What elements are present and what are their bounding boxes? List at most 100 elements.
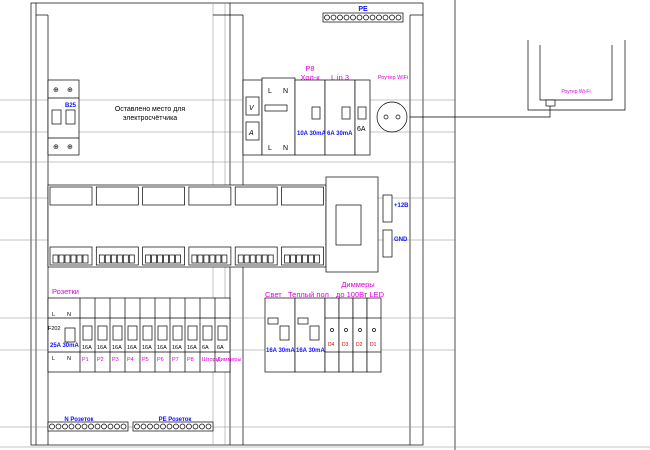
terminal-hole (94, 423, 101, 430)
n-busbar (47, 421, 129, 432)
dimmers-title: Диммеры (341, 280, 374, 289)
rcd-lin3: 6A 30mA (324, 79, 356, 156)
a-label: A (248, 130, 254, 137)
dimmer-module: D4 (324, 297, 340, 373)
socket-breaker: 16A P1 (79, 298, 93, 372)
breaker-rating: 16A (82, 345, 92, 351)
terminal-hole (68, 423, 75, 430)
terminal-hole (160, 423, 166, 430)
socket-breaker: 16A P6 (154, 298, 168, 372)
terminal-hole (55, 423, 62, 430)
terminal-hole (101, 423, 107, 430)
fridge-label: Хол-к (300, 73, 320, 82)
light-rcd-rating: 16A 30mA (266, 348, 295, 354)
floor-label: Теплый пол (288, 290, 329, 299)
breaker-rating: 6A (202, 345, 209, 351)
svg-text:⊕: ⊕ (67, 87, 73, 94)
terminal-hole (114, 423, 120, 430)
terminal-hole (147, 423, 153, 430)
breaker-label: Диммеры (217, 357, 241, 363)
rcd-lin3-rating: 6A 30mA (327, 131, 353, 137)
breaker-label: P5 (142, 357, 149, 363)
svg-text:⊕: ⊕ (53, 144, 59, 151)
rcd-model: F202 (48, 326, 61, 332)
sockets-title: Розетки (52, 287, 79, 296)
terminal-hole (389, 14, 395, 21)
plus12-label: +12В (394, 203, 409, 209)
dimmer-id: D3 (342, 342, 349, 348)
voltmeter-ammeter: V A (242, 79, 263, 156)
dimmer-module: D1 (366, 297, 382, 373)
gnd-label: GND (394, 237, 408, 243)
terminal-hole (350, 14, 356, 21)
rcd-fridge-rating: 10A 30mA (297, 131, 326, 137)
breaker-rating: 6A (217, 345, 224, 351)
terminal-hole (356, 14, 363, 21)
breaker-label: P7 (172, 357, 179, 363)
socket-breaker: 16A P7 (169, 298, 183, 372)
l-label: L (268, 145, 272, 152)
dimmer-id: D2 (356, 342, 363, 348)
io-module-top (95, 186, 139, 206)
terminal-hole (140, 423, 147, 430)
router-socket-label: Роутер WiFi (378, 75, 408, 81)
n-label: N (283, 88, 288, 95)
terminal-hole (166, 423, 173, 430)
breaker-label: Шторы (202, 357, 220, 363)
n-bus-label: N Розеток (64, 417, 93, 423)
lin3-label: L in 3 (331, 73, 349, 82)
pe-busbar (322, 12, 404, 23)
l-label: L (268, 88, 272, 95)
terminal-hole (343, 14, 350, 21)
terminal-hole (382, 14, 389, 21)
light-label: Свет (265, 290, 282, 299)
terminal-hole (107, 423, 114, 430)
breaker-label: P1 (82, 357, 89, 363)
terminal-hole (88, 423, 94, 430)
dimmers-subtitle: до 100Вт LED (336, 290, 385, 299)
router-socket (376, 101, 408, 133)
io-module-top (142, 186, 185, 206)
pe-bus-label: PE Розеток (159, 417, 192, 423)
terminal-hole (199, 423, 205, 430)
terminal-hole (369, 14, 376, 21)
router-label: Роутер Wi-Fi (561, 89, 590, 95)
sockets-rcd-rating: 25A 30mA (50, 343, 79, 349)
breaker-label: P2 (97, 357, 104, 363)
terminal-hole (376, 14, 382, 21)
router-enclosure: Роутер Wi-Fi (527, 40, 626, 111)
socket-breaker: 6A Диммеры (214, 298, 241, 372)
terminal-hole (120, 423, 127, 430)
p8-label: P8 (305, 64, 314, 73)
terminal-hole (75, 423, 81, 430)
terminal-hole (192, 423, 199, 430)
terminal-hole (363, 14, 369, 21)
io-module-top (188, 186, 232, 206)
breaker-label: P6 (157, 357, 164, 363)
l-label: L (52, 356, 55, 362)
io-module-top (234, 186, 278, 206)
n-label: N (67, 312, 71, 318)
n-label: N (67, 356, 71, 362)
dimmer-id: D4 (328, 342, 335, 348)
plc-modules: +12В GND (47, 176, 409, 273)
terminal-hole (49, 423, 55, 430)
breaker-rating: 16A (97, 345, 107, 351)
v-label: V (249, 105, 255, 112)
breaker-label: P8 (187, 357, 194, 363)
meter-note: Оставлено место для (115, 106, 186, 113)
io-module-top (281, 186, 324, 206)
dimmer-id: D1 (370, 342, 377, 348)
svg-text:⊕: ⊕ (67, 144, 73, 151)
terminal-hole (134, 423, 140, 430)
terminal-hole (186, 423, 192, 430)
terminal-hole (330, 14, 337, 21)
breaker-rating: 16A (157, 345, 167, 351)
breaker-rating: 16A (172, 345, 182, 351)
terminal-hole (337, 14, 343, 21)
dimmer-module: D3 (338, 297, 354, 373)
